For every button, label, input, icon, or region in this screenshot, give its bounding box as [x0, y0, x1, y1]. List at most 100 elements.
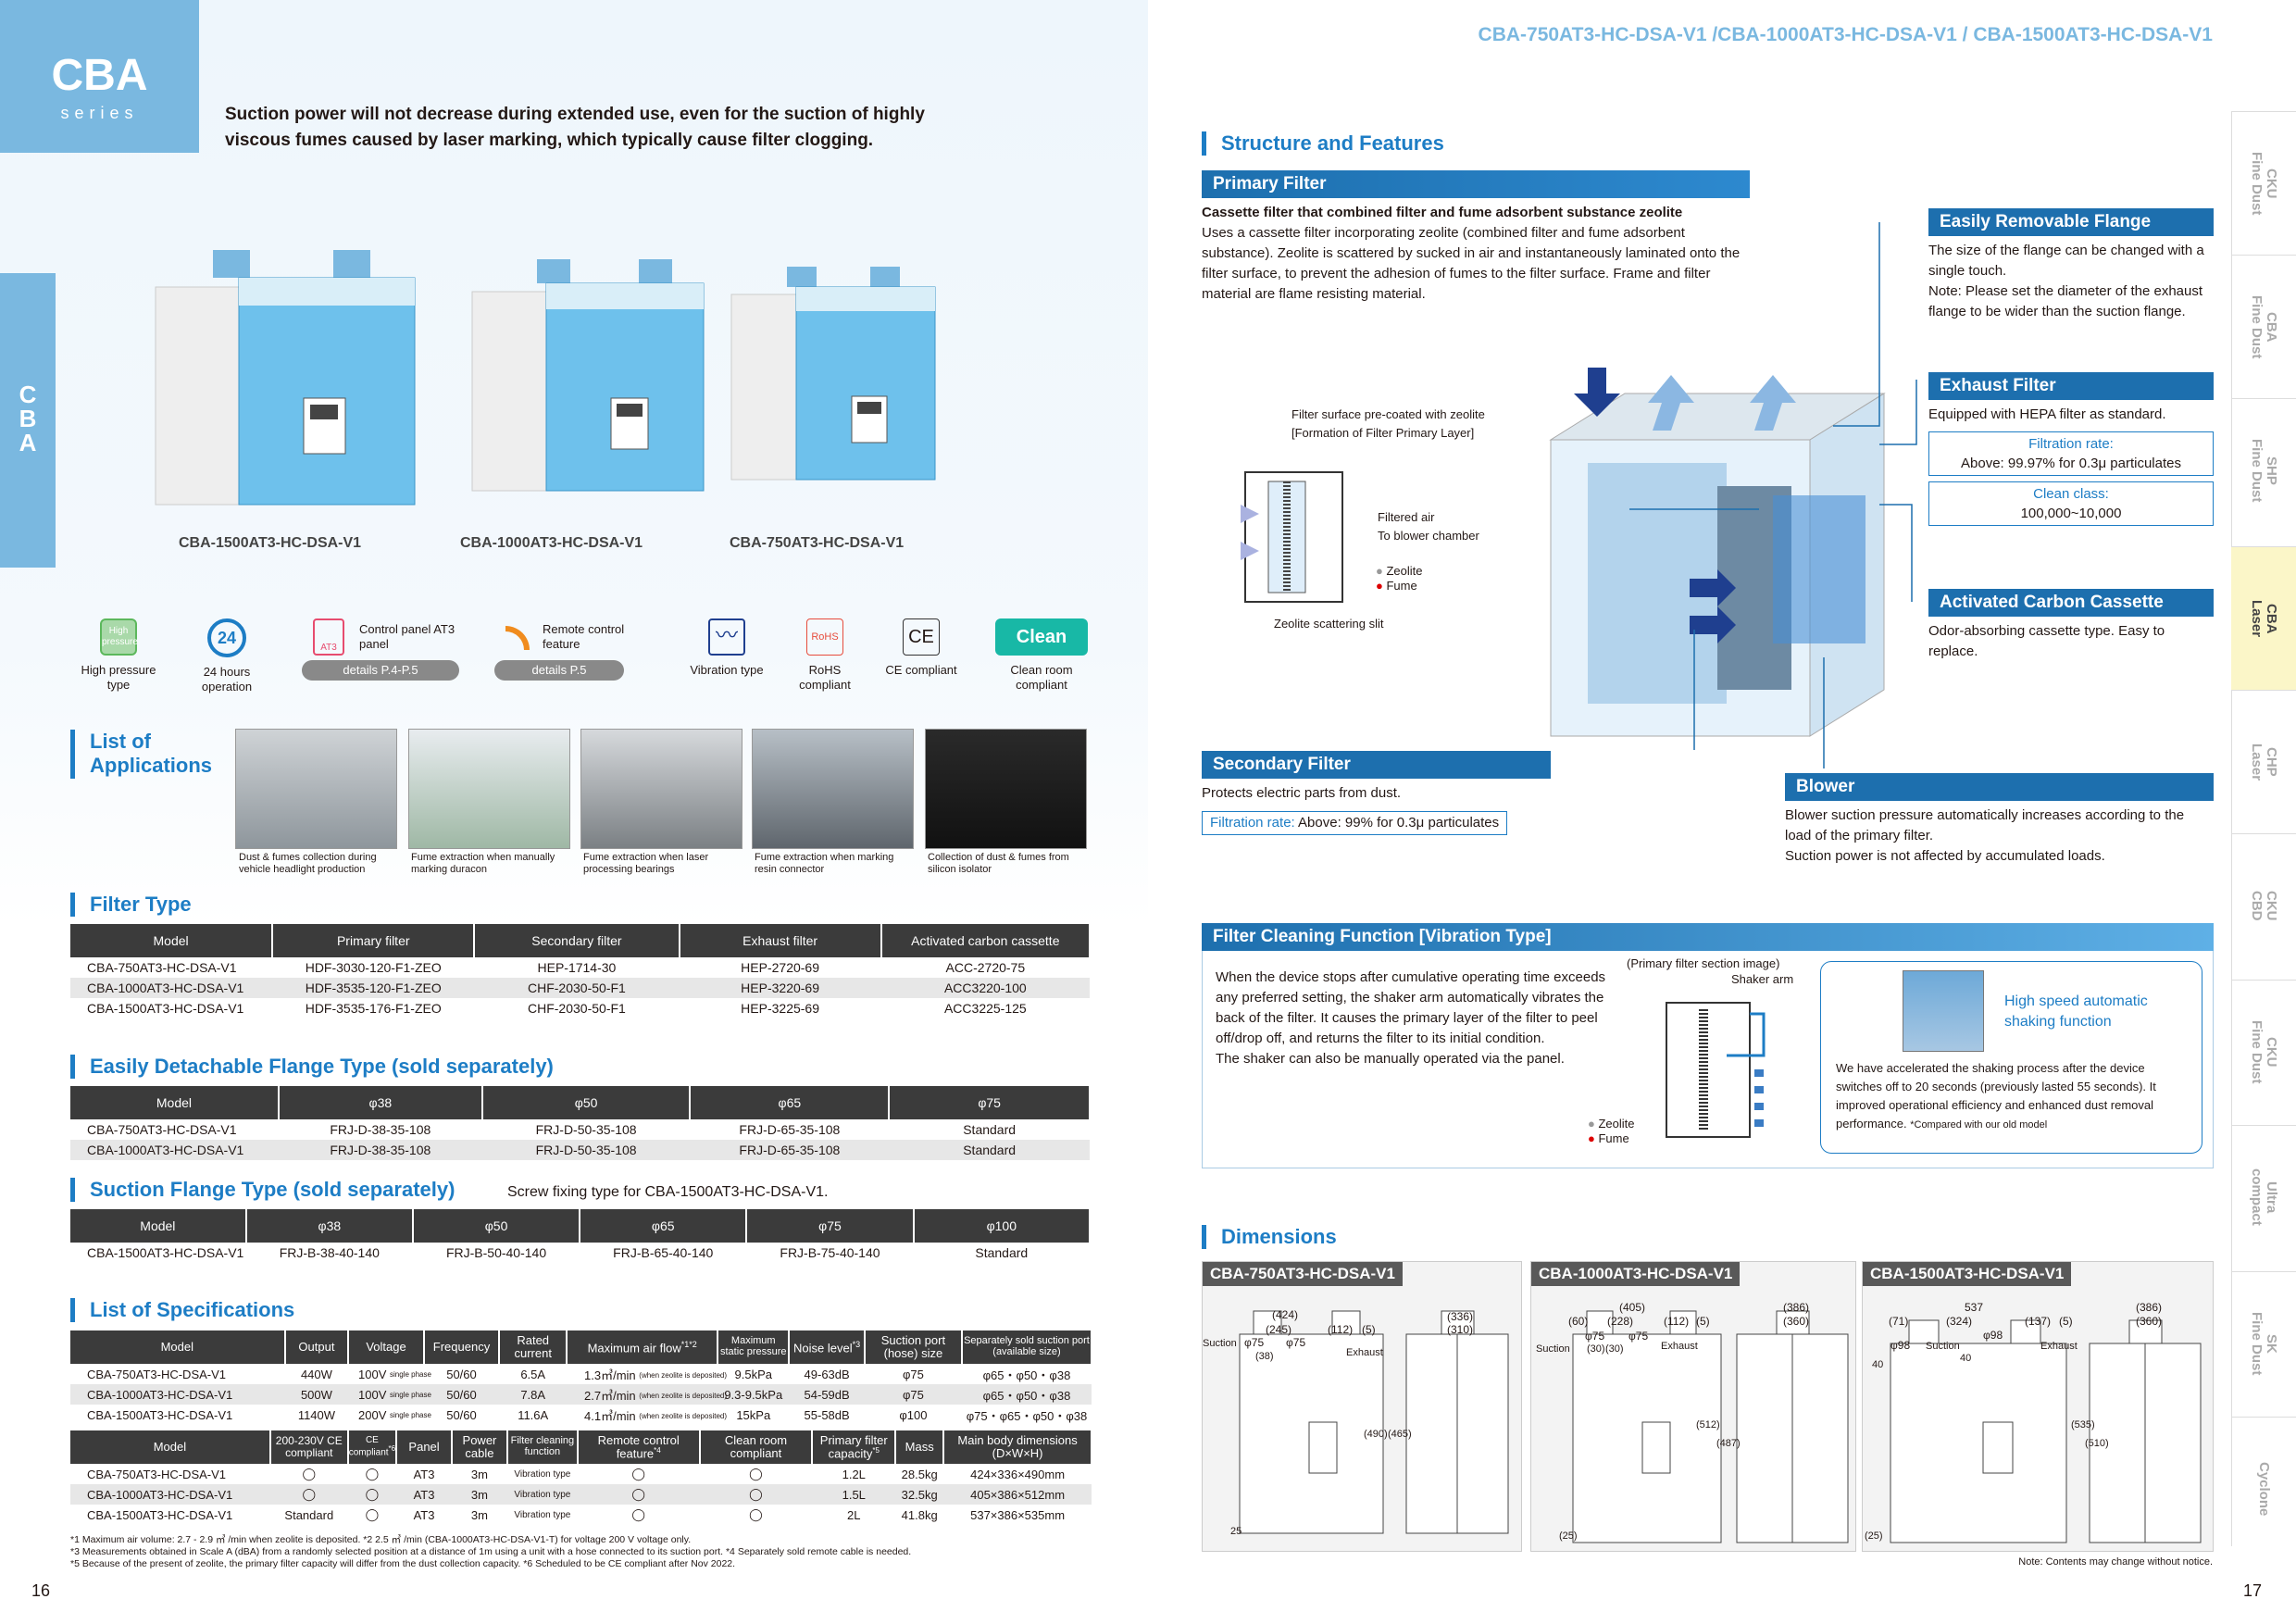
cell: FRJ-D-65-35-108 [690, 1119, 890, 1140]
cell: Vibration type [514, 1509, 571, 1520]
th: Model [70, 1430, 271, 1464]
th-text: Noise level [793, 1340, 853, 1355]
application-photo-5 [925, 729, 1087, 849]
dim-text: (112) [1328, 1323, 1354, 1336]
cell: 3m [470, 1507, 488, 1522]
specs-table-2: Model 200-230V CE compliant CE compliant… [70, 1430, 1092, 1525]
cell: HDF-3030-120-F1-ZEO [272, 957, 475, 978]
dim-text: (25) [1559, 1530, 1578, 1542]
cell: 1.2L [842, 1467, 866, 1481]
footnote: *1 Maximum air volume: 2.7 - 2.9 ㎥ /min … [70, 1534, 692, 1545]
inset-legend-fume: ● Fume [1376, 579, 1417, 593]
side-tabs [2231, 111, 2296, 1546]
inset-label-3: Filtered air [1378, 510, 1435, 524]
dim-text: (5) [1362, 1323, 1376, 1336]
cell: φ65・φ50・φ38 [982, 1368, 1071, 1382]
cell: 9.3-9.5kPa [724, 1387, 783, 1402]
cell: 2.7㎥/min (when zeolite is deposited) [567, 1384, 727, 1405]
clean-room-icon: Clean rooms [995, 618, 1088, 684]
th: Model [70, 924, 274, 957]
dim-text: (386) [1783, 1301, 1810, 1314]
th: φ38 [245, 1209, 414, 1243]
dim-text: (490) [1364, 1429, 1388, 1440]
cell: Vibration type [514, 1489, 571, 1500]
tab-chp-laser[interactable]: CHP Laser [2231, 690, 2296, 833]
tab-cba-laser[interactable]: CBA Laser [2231, 546, 2296, 690]
product-label-1500: CBA-1500AT3-HC-DSA-V1 [179, 535, 362, 551]
th-text: Remote control feature [597, 1433, 680, 1461]
tab-cku-cbd[interactable]: CKU CBD [2231, 833, 2296, 977]
feature-rohs: RoHS RoHS compliant [783, 618, 867, 693]
acceleration-box [1820, 961, 2202, 1154]
cell-small: (when zeolite is deposited) [639, 1392, 727, 1401]
product-1500 [155, 250, 416, 506]
cell: ◯ [365, 1467, 380, 1480]
th-text: CE compliant [348, 1434, 389, 1458]
legend-text: Fume [1598, 1131, 1629, 1145]
tab-label: Ultra compact [2249, 1168, 2279, 1226]
tab-cku-fine-dust[interactable]: CKU Fine Dust [2231, 111, 2296, 255]
inset-legend-zeolite: ● Zeolite [1376, 564, 1423, 578]
acceleration-note: *Compared with our old model [1910, 1119, 2048, 1131]
product-750 [730, 267, 936, 481]
tab-cyclone[interactable]: Cyclone [2231, 1417, 2296, 1560]
tab-shp-fine-dust[interactable]: SHP Fine Dust [2231, 398, 2296, 542]
acceleration-text: We have accelerated the shaking process … [1836, 1059, 2192, 1134]
th: Model [70, 1086, 280, 1119]
cell: Vibration type [514, 1468, 571, 1480]
shaker-arm-label: Shaker arm [1731, 972, 1794, 986]
dim-text: (405) [1619, 1301, 1646, 1314]
th: φ50 [412, 1209, 581, 1243]
primary-filter-text: Uses a cassette filter incorporating zeo… [1202, 225, 1741, 302]
feature-label: CE compliant [885, 663, 957, 677]
cell: ◯ [365, 1487, 380, 1501]
details-p5-link[interactable]: details P.5 [494, 660, 624, 681]
cell: HEP-3225-69 [679, 998, 881, 1018]
cell: 41.8kg [901, 1507, 938, 1522]
th: Model [70, 1209, 247, 1243]
th: φ65 [580, 1209, 748, 1243]
activated-carbon-bar: Activated Carbon Cassette [1928, 589, 2214, 617]
dim-text: (71) [1889, 1315, 1909, 1328]
cell: CBA-750AT3-HC-DSA-V1 [87, 1467, 227, 1481]
cell: φ75 [902, 1387, 924, 1402]
cell: 200V single phase [348, 1405, 431, 1425]
feature-clean-room: Clean rooms Clean room compliant [991, 618, 1092, 693]
cell: FRJ-D-38-35-108 [278, 1119, 482, 1140]
acceleration-body: We have accelerated the shaking process … [1836, 1061, 2156, 1131]
legend-text: Fume [1386, 579, 1417, 593]
product-label-1000: CBA-1000AT3-HC-DSA-V1 [460, 535, 643, 551]
dim-text: Suction [1203, 1338, 1237, 1349]
th: Rated current [499, 1330, 568, 1364]
dim-text: Exhaust [1661, 1341, 1698, 1352]
blower-bar: Blower [1785, 773, 2214, 801]
cell: ◯ [302, 1467, 317, 1480]
cell: HEP-3220-69 [679, 978, 881, 998]
cell: Standard [284, 1507, 334, 1522]
secondary-rate-value: Above: 99% for 0.3μ particulates [1298, 815, 1500, 831]
cell: 500W [300, 1387, 332, 1402]
tab-cku-fine-dust-2[interactable]: CKU Fine Dust [2231, 980, 2296, 1123]
tab-cba-fine-dust[interactable]: CBA Fine Dust [2231, 255, 2296, 398]
table-header: Model 200-230V CE compliant CE compliant… [70, 1430, 1092, 1464]
primary-filter-bar: Primary Filter [1202, 170, 1750, 198]
cell: ◯ [631, 1467, 645, 1480]
tab-sk-fine-dust[interactable]: SK Fine Dust [2231, 1271, 2296, 1415]
tab-ultra-compact[interactable]: Ultra compact [2231, 1125, 2296, 1268]
cell: 9.5kPa [734, 1367, 772, 1381]
cell: CHF-2030-50-F1 [474, 978, 680, 998]
cell: 15kPa [736, 1407, 771, 1422]
cell: 405×386×512mm [970, 1487, 1066, 1502]
cell: 11.6A [518, 1407, 549, 1422]
application-photo-1 [235, 729, 397, 849]
dim-text: (38) [1255, 1351, 1274, 1362]
details-p4-p5-link[interactable]: details P.4-P.5 [302, 660, 459, 681]
th: Noise level*3 [789, 1330, 866, 1364]
clean-class-value: 100,000~10,000 [2020, 506, 2122, 521]
cell: CBA-1500AT3-HC-DSA-V1 [70, 998, 273, 1018]
callout-lines [1629, 222, 1917, 768]
